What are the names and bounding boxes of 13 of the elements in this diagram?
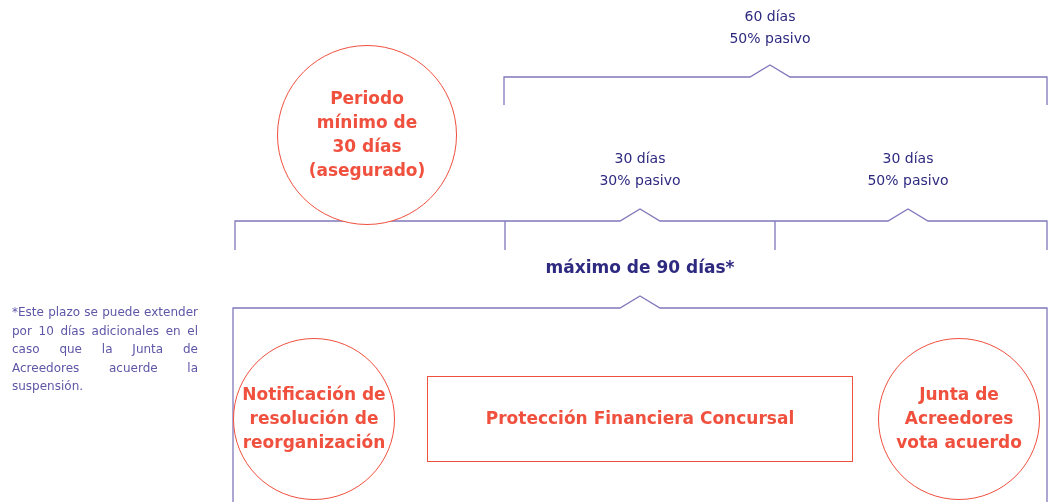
total-duration-label: máximo de 90 días* [545, 257, 735, 277]
stage-label: Junta de Acreedores vota acuerdo [895, 383, 1023, 454]
stage-box [427, 376, 853, 462]
period-label: 50% pasivo [867, 172, 949, 188]
period-label: 50% pasivo [729, 30, 811, 46]
period-label: 60 días [744, 8, 796, 24]
period-label: 30 días [614, 150, 666, 166]
period-label: 30% pasivo [599, 172, 681, 188]
stage-label: Periodo mínimo de 30 días (asegurado) [307, 87, 427, 182]
stage-label: Notificación de resolución de reorganización [241, 383, 387, 454]
period-label: 30 días [882, 150, 934, 166]
footnote: *Este plazo se puede extender por 10 días adicionales en el caso que la Junta de Acreedores acuerde la suspensión. [12, 304, 198, 396]
stage-label: Protección Financiera Concursal [485, 407, 795, 431]
